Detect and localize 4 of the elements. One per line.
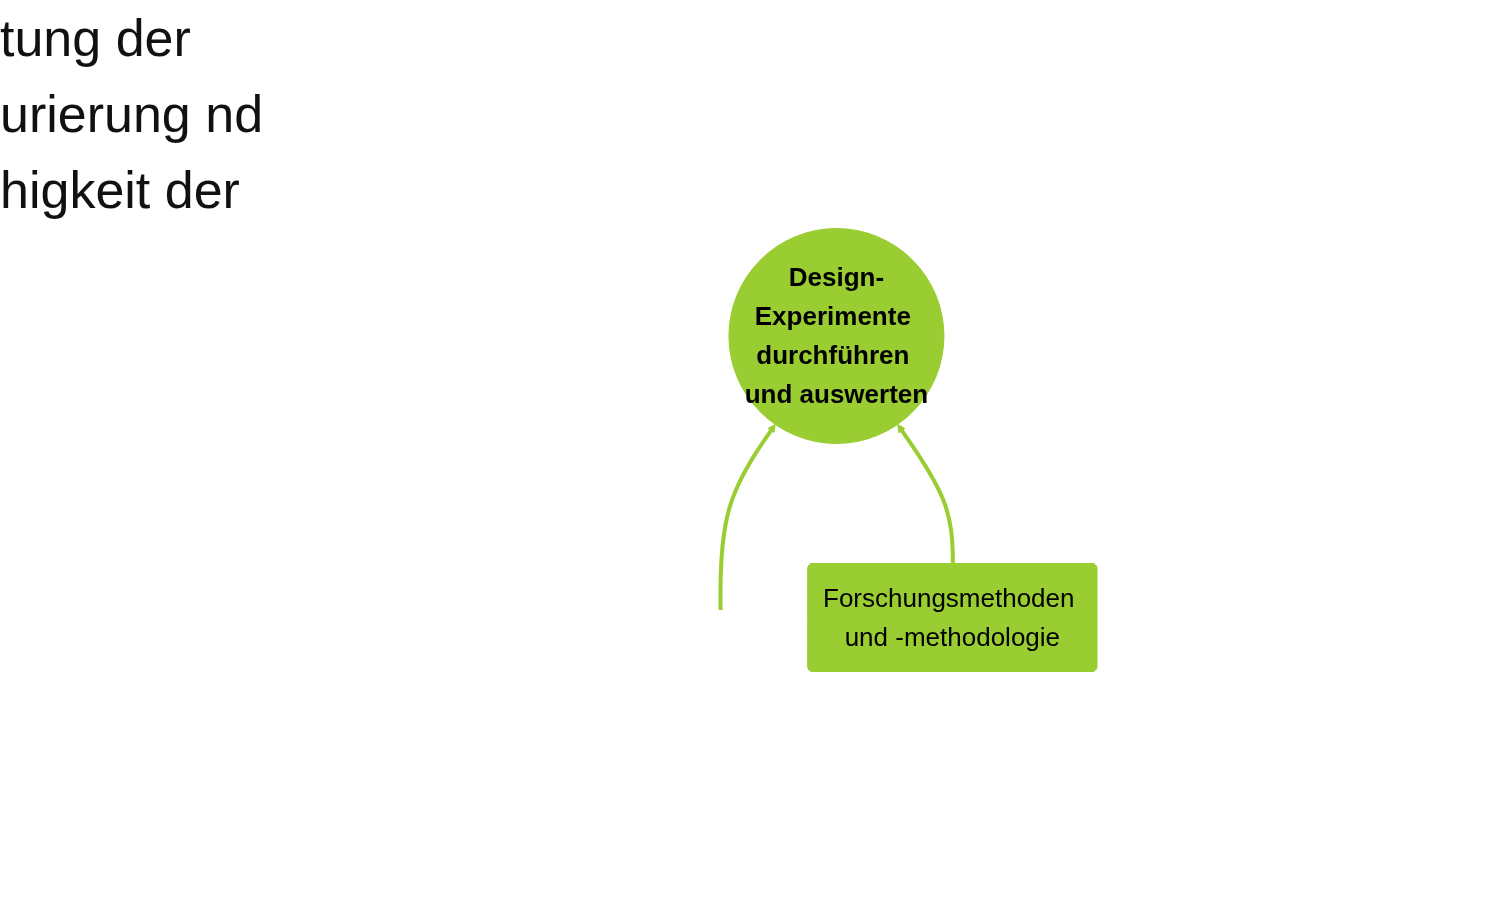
arrow — [897, 424, 955, 565]
node-circle: Design-Experimente durchführen und auswerten — [728, 228, 945, 444]
text-fragment: tung der urierung nd higkeit der — [0, 8, 265, 221]
arrow — [718, 424, 776, 610]
